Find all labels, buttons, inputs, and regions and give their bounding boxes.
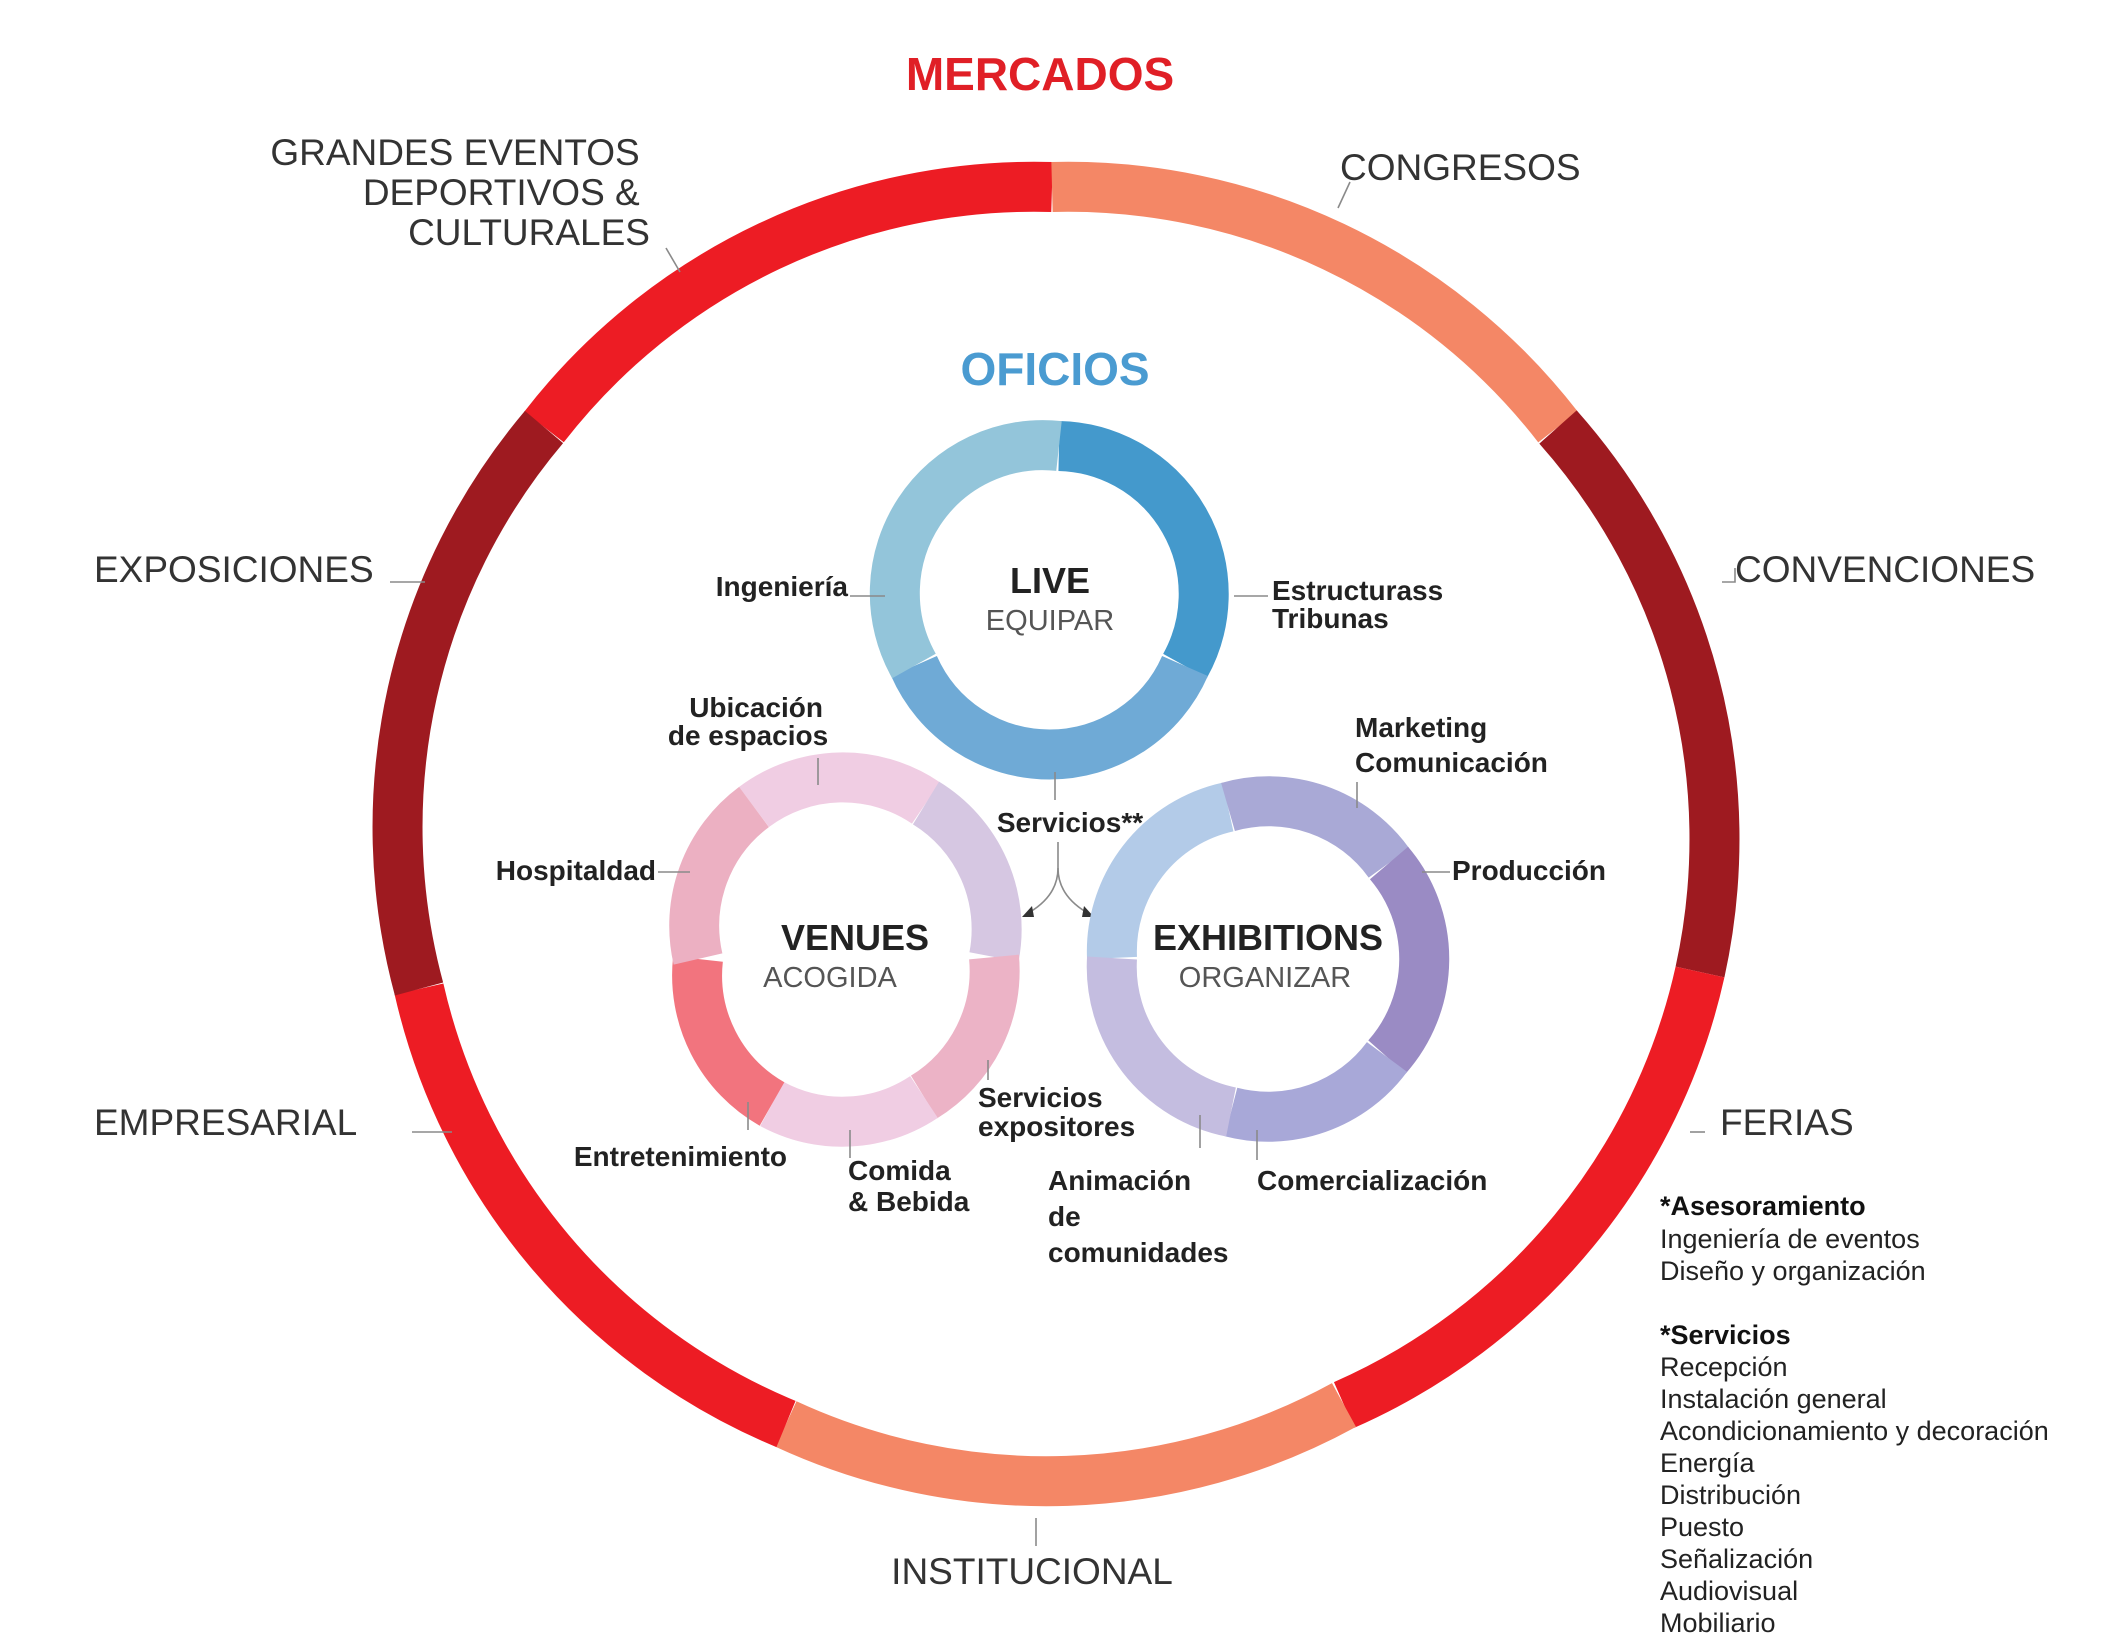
market-label-empresarial: EMPRESARIAL	[94, 1102, 357, 1143]
venues-segment-bottom-left	[672, 956, 785, 1126]
ring-segment-ferias	[1333, 966, 1725, 1428]
ring-segment-convenciones	[1539, 410, 1740, 978]
live-subtitle: EQUIPAR	[986, 605, 1114, 637]
live-segment-left	[869, 420, 1062, 679]
live-segment-top-right	[1057, 421, 1229, 679]
ring-segment-congresos	[1051, 161, 1578, 443]
market-label-convenciones: CONVENCIONES	[1735, 549, 2035, 590]
markets-ring	[372, 161, 1740, 1507]
venues-title: VENUES	[781, 917, 929, 958]
live-donut	[869, 420, 1229, 780]
exhibitions-segment-bottom-left	[1086, 956, 1237, 1137]
venues-label-entretenimiento: Entretenimiento	[574, 1141, 787, 1172]
exhibitions-segment-bottom-right	[1224, 1041, 1408, 1142]
market-label-exposiciones: EXPOSICIONES	[94, 549, 374, 590]
oficios-title: OFICIOS	[960, 343, 1149, 395]
notes-block: *Asesoramiento Ingeniería de eventos Dis…	[1660, 1191, 2056, 1638]
exhibitions-label-produccion: Producción	[1452, 855, 1606, 886]
exhibitions-label-comercializacion: Comercialización	[1257, 1165, 1487, 1196]
market-label-congresos: CONGRESOS	[1340, 147, 1581, 188]
arrow-to-venues-icon	[1022, 906, 1034, 917]
market-label-institucional: INSTITUCIONAL	[891, 1551, 1173, 1592]
mercados-title: MERCADOS	[906, 48, 1174, 100]
venues-segment-bottom	[760, 1075, 938, 1147]
venues-label-servicios-expositores: Servicios expositores	[978, 1082, 1135, 1142]
live-label-estructuras: Estructurass Tribunas	[1272, 575, 1451, 634]
venues-segment-bottom-right	[910, 954, 1020, 1119]
asesoramiento-heading: *Asesoramiento	[1660, 1191, 1866, 1221]
venues-segment-left	[669, 786, 770, 965]
exhibitions-label-animacion: Animación de comunidades	[1048, 1165, 1228, 1268]
ring-segment-empresarial	[394, 983, 796, 1448]
servicios-heading: *Servicios	[1660, 1320, 1791, 1350]
market-label-ferias: FERIAS	[1720, 1102, 1854, 1143]
exhibitions-segment-top-left	[1086, 782, 1235, 960]
exhibitions-segment-right	[1367, 846, 1450, 1074]
live-label-servicios: Servicios**	[997, 807, 1143, 838]
ring-segment-institucional	[775, 1383, 1356, 1507]
exhibitions-label-marketing: Marketing Comunicación	[1355, 712, 1548, 778]
venues-label-comida: Comida & Bebida	[848, 1155, 970, 1217]
exhibitions-subtitle: ORGANIZAR	[1179, 962, 1351, 994]
venues-segment-top	[739, 752, 941, 828]
ring-segment-grandes-eventos	[524, 161, 1053, 443]
servicios-list: Recepción Instalación general Acondicion…	[1660, 1352, 2056, 1638]
venues-segment-right	[912, 781, 1022, 962]
ring-segment-exposiciones	[372, 410, 564, 996]
exhibitions-segment-top	[1221, 776, 1410, 879]
asesoramiento-list: Ingeniería de eventos Diseño y organizac…	[1660, 1224, 1927, 1286]
exhibitions-donut	[1086, 776, 1450, 1142]
venues-label-hospitalidad: Hospitaldad	[496, 855, 656, 886]
venues-label-ubicacion: Ubicación de espacios	[668, 692, 831, 751]
market-label-grandes-eventos: GRANDES EVENTOS DEPORTIVOS & CULTURALES	[270, 132, 650, 253]
venues-subtitle: ACOGIDA	[763, 962, 897, 994]
exhibitions-title: EXHIBITIONS	[1153, 917, 1383, 958]
market-leaders	[390, 181, 1736, 1546]
venues-donut	[669, 752, 1022, 1147]
live-segment-bottom	[891, 655, 1208, 780]
live-title: LIVE	[1010, 560, 1090, 601]
live-label-ingenieria: Ingeniería	[716, 571, 849, 602]
